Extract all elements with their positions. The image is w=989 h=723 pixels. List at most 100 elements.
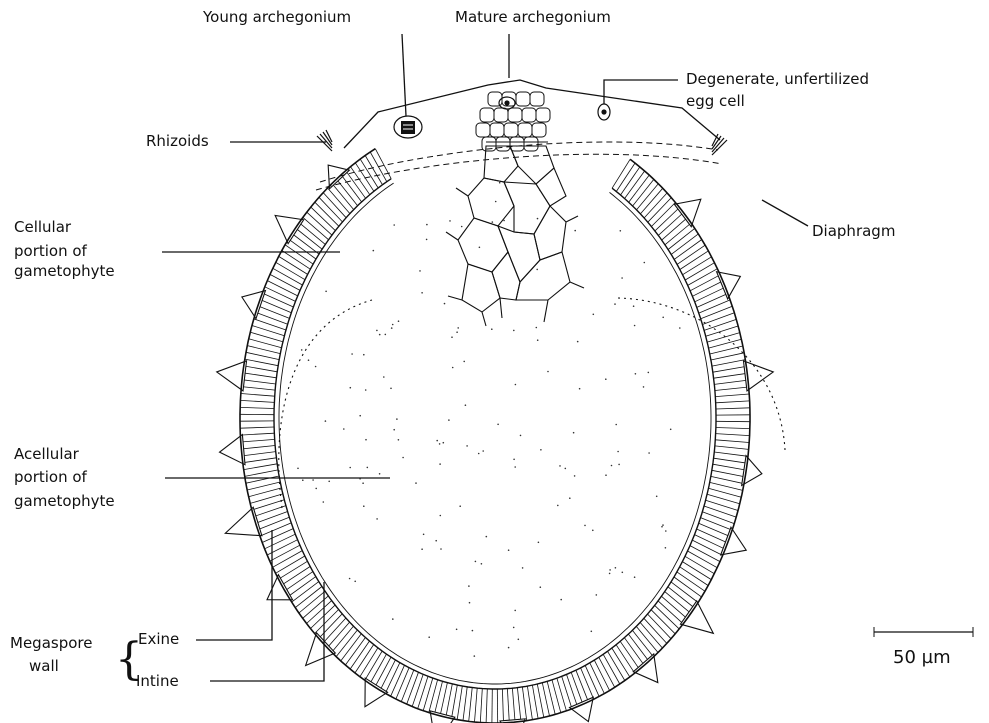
stipple-dot: [428, 636, 430, 638]
stipple-dot: [359, 478, 361, 480]
stipple-dot: [617, 451, 619, 453]
exine-hatch-line: [247, 346, 280, 354]
megaspore-wall-label-line2: wall: [29, 657, 59, 676]
gametophyte-cell: [510, 146, 554, 184]
stipple-dot: [574, 475, 576, 477]
exine-hatch-line: [260, 300, 291, 313]
stipple-dot: [540, 586, 542, 588]
exine-hatch-line: [262, 293, 293, 307]
exine-hatch-line: [699, 300, 730, 313]
wall-spine: [306, 633, 336, 666]
exine-hatch-line: [590, 663, 605, 694]
stipple-dot: [538, 542, 540, 544]
exine-hatch-line: [265, 534, 296, 549]
gametophyte-cell: [462, 264, 500, 312]
gametophyte-top-outline: [344, 80, 720, 148]
cellular-portion-label-line2: portion of: [14, 242, 87, 261]
exine-hatch-line: [677, 245, 705, 264]
exine-hatch-line: [240, 400, 274, 402]
exine-hatch-line: [258, 306, 290, 319]
young-archegonium: [394, 116, 422, 138]
exine-hatch-line: [537, 684, 544, 717]
stipple-dot: [465, 404, 467, 406]
exine-hatch-line: [685, 556, 714, 573]
exine-hatch-line: [254, 319, 286, 330]
intine-leader: [210, 582, 324, 681]
stipple-dot: [390, 388, 392, 390]
exine-hatch-line: [697, 294, 728, 308]
stipple-dot: [444, 303, 446, 305]
stipple-dot: [373, 250, 375, 252]
exine-hatch-line: [256, 512, 288, 524]
exine-hatch-line: [701, 518, 733, 531]
cell-wall-stub: [566, 216, 578, 222]
exine-hatch-line: [279, 256, 308, 274]
stipple-dot: [643, 386, 645, 388]
exine-hatch-line: [245, 470, 278, 477]
stipple-dot: [443, 442, 445, 444]
stipple-dot: [367, 467, 369, 469]
stipple-dot: [359, 415, 361, 417]
stipple-dot: [475, 561, 477, 563]
scale-bar-label: 50 µm: [893, 647, 951, 669]
stipple-dot: [591, 631, 593, 633]
exine-hatch-line: [714, 452, 748, 456]
cell-wall-stub: [446, 232, 458, 240]
stipple-dot: [503, 220, 505, 222]
stipple-dot: [656, 496, 658, 498]
stipple-dot: [350, 387, 352, 389]
exine-hatch-line: [567, 674, 578, 706]
stipple-dot: [621, 277, 623, 279]
stipple-dot: [644, 262, 646, 264]
degenerate-egg-cell: [598, 104, 610, 120]
stipple-dot: [452, 367, 454, 369]
exine-hatch-line: [680, 567, 708, 586]
stipple-dot: [440, 548, 442, 550]
stipple-dot: [539, 190, 541, 192]
stipple-dot: [648, 452, 650, 454]
stipple-dot: [426, 224, 428, 226]
exine-hatch-line: [279, 561, 308, 579]
exine-hatch-line: [276, 556, 305, 573]
acellular-portion-label-line2: portion of: [14, 468, 87, 487]
cell-wall-stub: [482, 312, 486, 326]
exine-hatch-line: [711, 476, 744, 483]
stipple-dot: [486, 536, 488, 538]
archegonial-cell: [490, 123, 504, 137]
exine-hatch-line: [712, 360, 745, 367]
exine-hatch-line: [704, 319, 736, 330]
stipple-dot: [478, 453, 480, 455]
exine-hatch-line: [396, 668, 409, 699]
wall-spine: [633, 654, 658, 683]
stipple-dot: [415, 482, 417, 484]
stipple-dot: [343, 428, 345, 430]
stipple-dot: [349, 578, 351, 580]
stipple-dot: [468, 585, 470, 587]
stipple-dot: [670, 429, 672, 431]
exine-hatch-line: [594, 660, 609, 690]
exine-hatch-line: [685, 263, 714, 280]
stipple-dot: [481, 563, 483, 565]
archegonial-cell: [516, 92, 530, 106]
stipple-dot: [633, 305, 635, 307]
stipple-dot: [635, 373, 637, 375]
exine-hatch-line: [711, 353, 744, 360]
stipple-dot: [592, 530, 594, 532]
exine-hatch-line: [716, 428, 750, 429]
gametophyte-cell: [516, 252, 570, 300]
mature-archegonium: [499, 97, 515, 109]
stipple-dot: [448, 419, 450, 421]
exine-hatch-line: [240, 433, 274, 435]
exine-hatch-line: [692, 281, 722, 296]
stipple-dot: [560, 599, 562, 601]
cell-wall-stub: [456, 188, 468, 196]
exine-hatch-line: [714, 373, 748, 378]
exine-hatch-line: [380, 660, 395, 690]
stipple-dot: [398, 320, 400, 322]
stipple-dot: [421, 548, 423, 550]
exine-hatch-line: [581, 668, 594, 699]
archegonial-cell: [524, 137, 538, 151]
archegonial-cell: [518, 123, 532, 137]
cellular-portion-label-line1: Cellular: [14, 218, 71, 237]
